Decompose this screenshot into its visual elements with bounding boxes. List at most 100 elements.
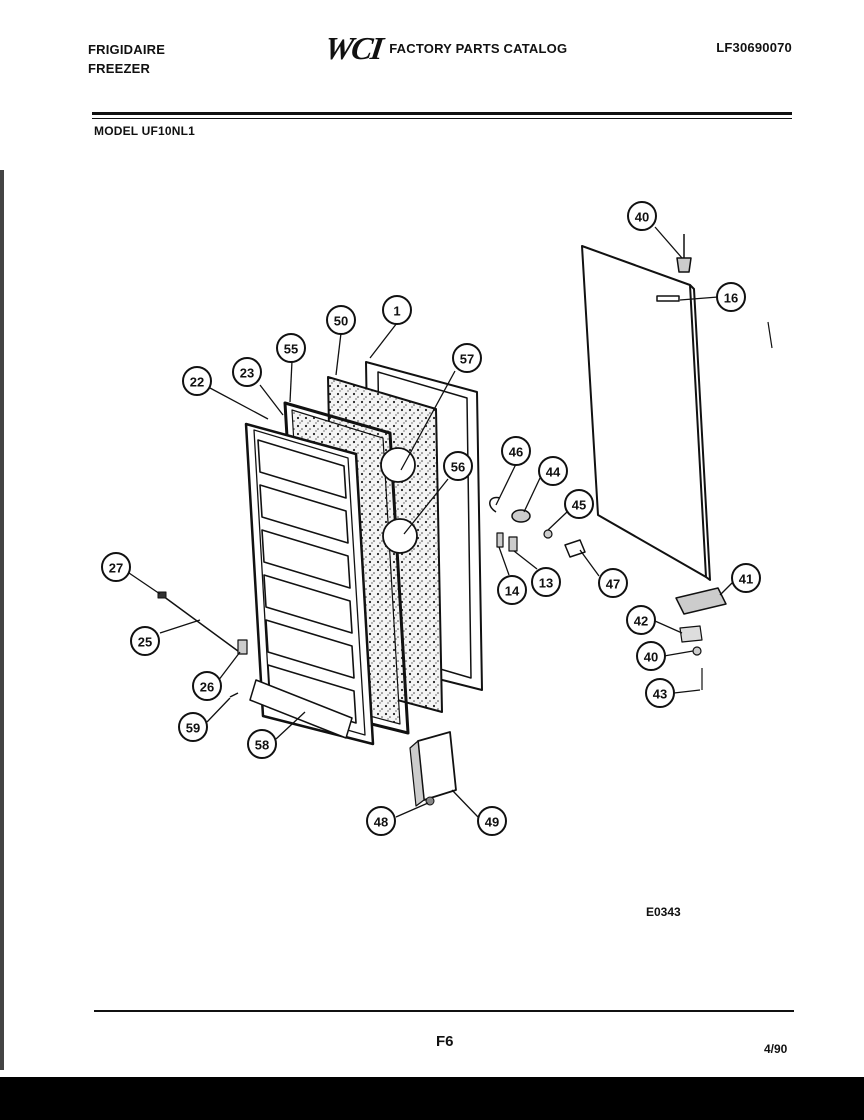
callout-label: 56 <box>451 460 465 475</box>
callout-46: 46 <box>501 436 531 466</box>
callout-label: 16 <box>724 291 738 306</box>
catalog-heading: WCI FACTORY PARTS CATALOG <box>323 30 568 67</box>
callout-41: 41 <box>731 563 761 593</box>
callout-13: 13 <box>531 567 561 597</box>
callout-48: 48 <box>366 806 396 836</box>
callout-22: 22 <box>182 366 212 396</box>
callout-45: 45 <box>564 489 594 519</box>
callout-1: 1 <box>382 295 412 325</box>
callout-label: 55 <box>284 342 298 357</box>
callout-circle <box>716 282 746 312</box>
callout-circle <box>564 489 594 519</box>
callout-label: 59 <box>186 721 200 736</box>
brand-block: FRIGIDAIRE FREEZER <box>88 40 165 78</box>
callout-label: 42 <box>634 614 648 629</box>
catalog-part-number: LF30690070 <box>716 40 792 55</box>
scan-edge-bottom <box>0 1077 864 1120</box>
callout-40: 40 <box>627 201 657 231</box>
top-hinge-pin <box>676 257 692 273</box>
callout-55: 55 <box>276 333 306 363</box>
callout-label: 25 <box>138 635 152 650</box>
callout-circle <box>232 357 262 387</box>
callout-label: 46 <box>509 445 523 460</box>
scan-edge-left <box>0 170 4 1070</box>
callout-circle <box>645 678 675 708</box>
callout-label: 47 <box>606 577 620 592</box>
callout-49: 49 <box>477 806 507 836</box>
callout-label: 48 <box>374 815 388 830</box>
callout-circle <box>598 568 628 598</box>
door-shelves <box>257 439 357 724</box>
callout-circle <box>477 806 507 836</box>
callout-circle <box>382 295 412 325</box>
callout-circle <box>501 436 531 466</box>
callout-23: 23 <box>232 357 262 387</box>
callout-14: 14 <box>497 575 527 605</box>
door-handle-slot <box>656 295 680 302</box>
callout-27: 27 <box>101 552 131 582</box>
callout-circle <box>627 201 657 231</box>
callout-58: 58 <box>247 729 277 759</box>
callout-16: 16 <box>716 282 746 312</box>
callout-label: 40 <box>635 210 649 225</box>
wire-rod <box>162 595 243 655</box>
callout-40: 40 <box>636 641 666 671</box>
callout-label: 22 <box>190 375 204 390</box>
callout-circle <box>531 567 561 597</box>
callout-26: 26 <box>192 671 222 701</box>
callout-label: 40 <box>644 650 658 665</box>
callout-label: 26 <box>200 680 214 695</box>
callout-43: 43 <box>645 678 675 708</box>
callout-25: 25 <box>130 626 160 656</box>
bottom-trim <box>249 679 353 739</box>
callout-label: 23 <box>240 366 254 381</box>
header-rule-thin <box>92 118 792 119</box>
callout-label: 45 <box>572 498 586 513</box>
callout-label: 43 <box>653 687 667 702</box>
callout-label: 58 <box>255 738 269 753</box>
callout-label: 50 <box>334 314 348 329</box>
callout-56: 56 <box>443 451 473 481</box>
callout-circle <box>636 641 666 671</box>
callout-label: 14 <box>505 584 520 599</box>
page-number: F6 <box>436 1033 454 1050</box>
callout-circle <box>326 305 356 335</box>
callout-label: 27 <box>109 561 123 576</box>
callout-circle <box>497 575 527 605</box>
callout-50: 50 <box>326 305 356 335</box>
callout-circle <box>366 806 396 836</box>
callout-circle <box>101 552 131 582</box>
catalog-title: FACTORY PARTS CATALOG <box>389 41 568 56</box>
callout-42: 42 <box>626 605 656 635</box>
header-rule-thick <box>92 112 792 115</box>
callout-circle <box>276 333 306 363</box>
callout-label: 41 <box>739 572 753 587</box>
model-number: MODEL UF10NL1 <box>94 124 196 138</box>
kickplate-bracket <box>417 731 457 801</box>
revision-date: 4/90 <box>764 1042 788 1056</box>
callout-57: 57 <box>452 343 482 373</box>
callout-label: 13 <box>539 576 553 591</box>
callout-label: 44 <box>546 465 561 480</box>
outer-door-panel <box>581 245 707 578</box>
callout-circle <box>443 451 473 481</box>
callout-circle <box>731 563 761 593</box>
callout-circle <box>192 671 222 701</box>
callout-circle <box>182 366 212 396</box>
rod-clip <box>237 639 248 655</box>
callout-label: 49 <box>485 815 499 830</box>
bottom-hinge <box>675 587 727 615</box>
callout-circle <box>130 626 160 656</box>
drawing-code: E0343 <box>646 905 681 919</box>
callout-circle <box>247 729 277 759</box>
callout-label: 1 <box>393 304 400 319</box>
brand-name: FRIGIDAIRE <box>88 42 166 57</box>
callout-label: 57 <box>460 352 474 367</box>
product-type: FREEZER <box>88 61 151 76</box>
callout-47: 47 <box>598 568 628 598</box>
callout-circle <box>178 712 208 742</box>
callout-44: 44 <box>538 456 568 486</box>
footer-rule <box>94 1010 794 1012</box>
callout-circle <box>452 343 482 373</box>
